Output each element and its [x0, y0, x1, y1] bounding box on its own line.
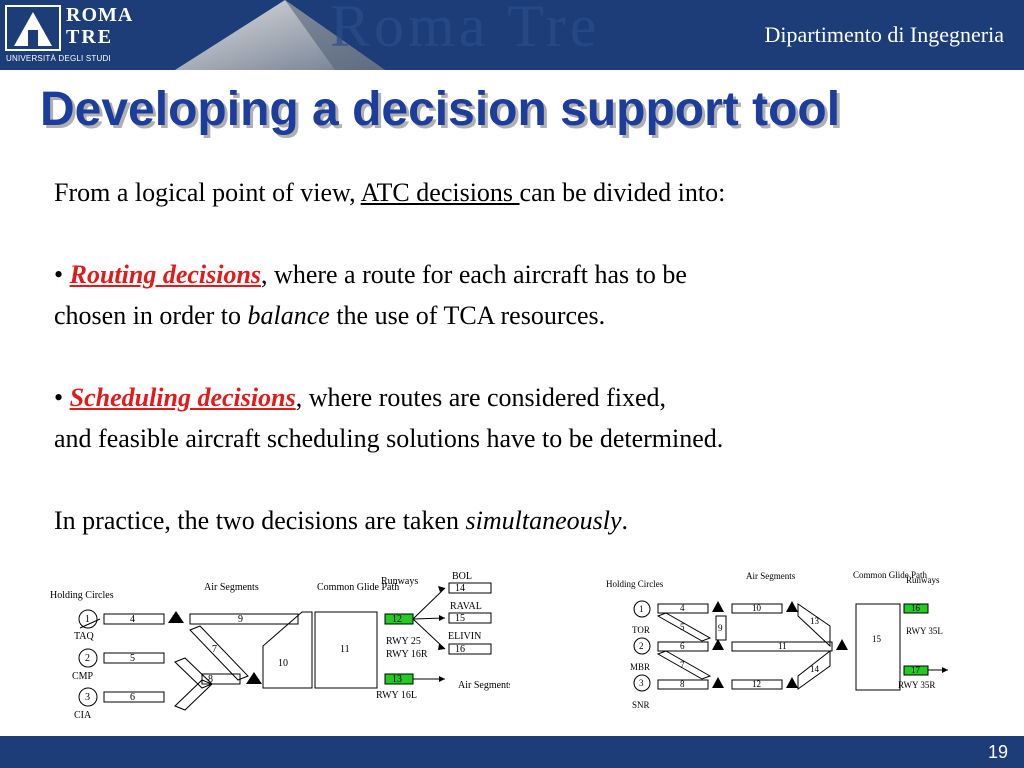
arch-icon — [5, 5, 61, 51]
intro-text-end: can be divided into: — [519, 178, 726, 207]
segment-label: 13 — [810, 616, 820, 626]
scheduling-text-2: and feasible aircraft scheduling solutio… — [54, 424, 724, 453]
routing-text-3: the use of TCA resources. — [329, 301, 606, 330]
routing-bullet: • Routing decisions, where a route for e… — [54, 254, 974, 295]
runway-node-label: 13 — [392, 674, 402, 685]
segment-label: 12 — [752, 679, 761, 689]
runway-label: RWY 35R — [898, 680, 935, 690]
circle-label: 3 — [85, 692, 90, 703]
scheduling-text: , where routes are considered fixed, — [295, 383, 667, 412]
segment-label: 4 — [680, 603, 685, 613]
logo-line-3: UNIVERSITÀ DEGLI STUDI — [6, 54, 111, 63]
intro-text: From a logical point of view, — [54, 178, 361, 207]
watermark-text: Roma Tre — [330, 0, 601, 59]
footer-band: 19 — [0, 736, 1024, 768]
left-network-svg: Holding Circles Air Segments Common Glid… — [50, 571, 513, 721]
practice-text-end: . — [621, 506, 629, 535]
practice-text: In practice, the two decisions are taken — [54, 506, 466, 535]
segment-label: 6 — [130, 692, 135, 703]
segment-label: 6 — [680, 641, 685, 651]
exit-node-label: 16 — [455, 644, 465, 655]
fix-label: SNR — [632, 700, 650, 710]
segment-label: 8 — [208, 674, 213, 685]
air-segments-label: Air Segments — [746, 571, 796, 581]
bullet-icon: • — [54, 260, 64, 289]
circle-label: 3 — [639, 678, 644, 688]
runway-node-label: 16 — [911, 603, 921, 613]
logo-line-2: TRE — [66, 26, 114, 48]
bullet-icon: • — [54, 383, 64, 412]
runway-node-label: 12 — [392, 614, 402, 625]
segment-label: 10 — [752, 603, 762, 613]
balance-term: balance — [247, 301, 330, 330]
university-logo: ROMA TRE UNIVERSITÀ DEGLI STUDI — [4, 2, 132, 66]
tca-diagram-right: Holding Circles Air Segments Common Glid… — [598, 566, 978, 716]
department-name: Dipartimento di Ingegneria — [764, 22, 1004, 47]
exit-fix-label: RAVAL — [450, 601, 482, 612]
header-band: ROMA TRE UNIVERSITÀ DEGLI STUDI Roma Tre… — [0, 0, 1024, 70]
slide-body: From a logical point of view, ATC decisi… — [54, 172, 974, 541]
routing-text: , where a route for each aircraft has to… — [261, 260, 687, 289]
glide-path-label: Common Glide Path — [317, 582, 399, 593]
fix-label: MBR — [630, 662, 650, 672]
segment-label: 7 — [680, 660, 685, 670]
runways-label: Runways — [906, 575, 940, 585]
runway-label: RWY 35L — [906, 626, 943, 636]
exit-node-label: 15 — [455, 613, 465, 624]
slide-title: Developing a decision support tool — [40, 83, 841, 136]
runway-label: RWY 25 — [386, 636, 421, 647]
glide-node-label: 10 — [278, 658, 288, 669]
segment-label: 11 — [778, 641, 787, 651]
segment-label: 7 — [212, 644, 217, 655]
pyramid-image — [175, 0, 385, 70]
segment-label: 5 — [130, 653, 135, 664]
holding-circles-label: Holding Circles — [606, 579, 664, 589]
atc-decisions-term: ATC decisions — [360, 178, 520, 207]
segment-label: 9 — [718, 623, 723, 633]
logo-line-1: ROMA — [66, 4, 134, 26]
circle-label: 1 — [639, 604, 644, 614]
runway-label: RWY 16L — [376, 690, 417, 701]
fix-label: CMP — [72, 671, 94, 682]
fix-label: TOR — [632, 625, 650, 635]
circle-label: 2 — [85, 653, 90, 664]
right-network-svg: Holding Circles Air Segments Common Glid… — [606, 570, 948, 710]
simultaneously-term: simultaneously — [465, 506, 622, 535]
runways-label: Runways — [381, 576, 418, 587]
runway-node-label: 17 — [911, 665, 921, 675]
segment-label: 5 — [680, 622, 685, 632]
holding-circles-label: Holding Circles — [50, 590, 114, 601]
scheduling-bullet-cont: and feasible aircraft scheduling solutio… — [54, 418, 974, 459]
exit-fix-label: ELIVIN — [448, 631, 481, 642]
fix-label: CIA — [74, 710, 92, 721]
glide-path-label: Common Glide Path — [853, 570, 927, 580]
routing-bullet-cont: chosen in order to balance the use of TC… — [54, 295, 974, 336]
practice-paragraph: In practice, the two decisions are taken… — [54, 500, 974, 541]
segment-label: 9 — [238, 614, 243, 625]
tca-diagram-left: Holding Circles Air Segments Common Glid… — [40, 566, 513, 730]
fix-label: TAQ — [74, 631, 95, 642]
glide-node-label: 15 — [872, 634, 882, 644]
exit-node-label: 14 — [455, 583, 465, 594]
segment-label: 14 — [810, 664, 820, 674]
scheduling-term: Scheduling decisions — [69, 383, 296, 412]
circle-label: 1 — [85, 614, 90, 625]
page-number: 19 — [987, 742, 1008, 762]
runway-label: RWY 16R — [386, 649, 428, 660]
segment-label: 8 — [680, 679, 685, 689]
scheduling-bullet: • Scheduling decisions, where routes are… — [54, 377, 974, 418]
air-segments-out-label: Air Segments — [458, 680, 510, 691]
glide-node-label: 11 — [340, 644, 350, 655]
routing-text-2: chosen in order to — [54, 301, 248, 330]
air-segments-label: Air Segments — [204, 582, 259, 593]
circle-label: 2 — [639, 641, 644, 651]
routing-term: Routing decisions — [69, 260, 262, 289]
segment-label: 4 — [130, 614, 135, 625]
intro-paragraph: From a logical point of view, ATC decisi… — [54, 172, 974, 213]
exit-fix-label: BOL — [452, 571, 472, 582]
